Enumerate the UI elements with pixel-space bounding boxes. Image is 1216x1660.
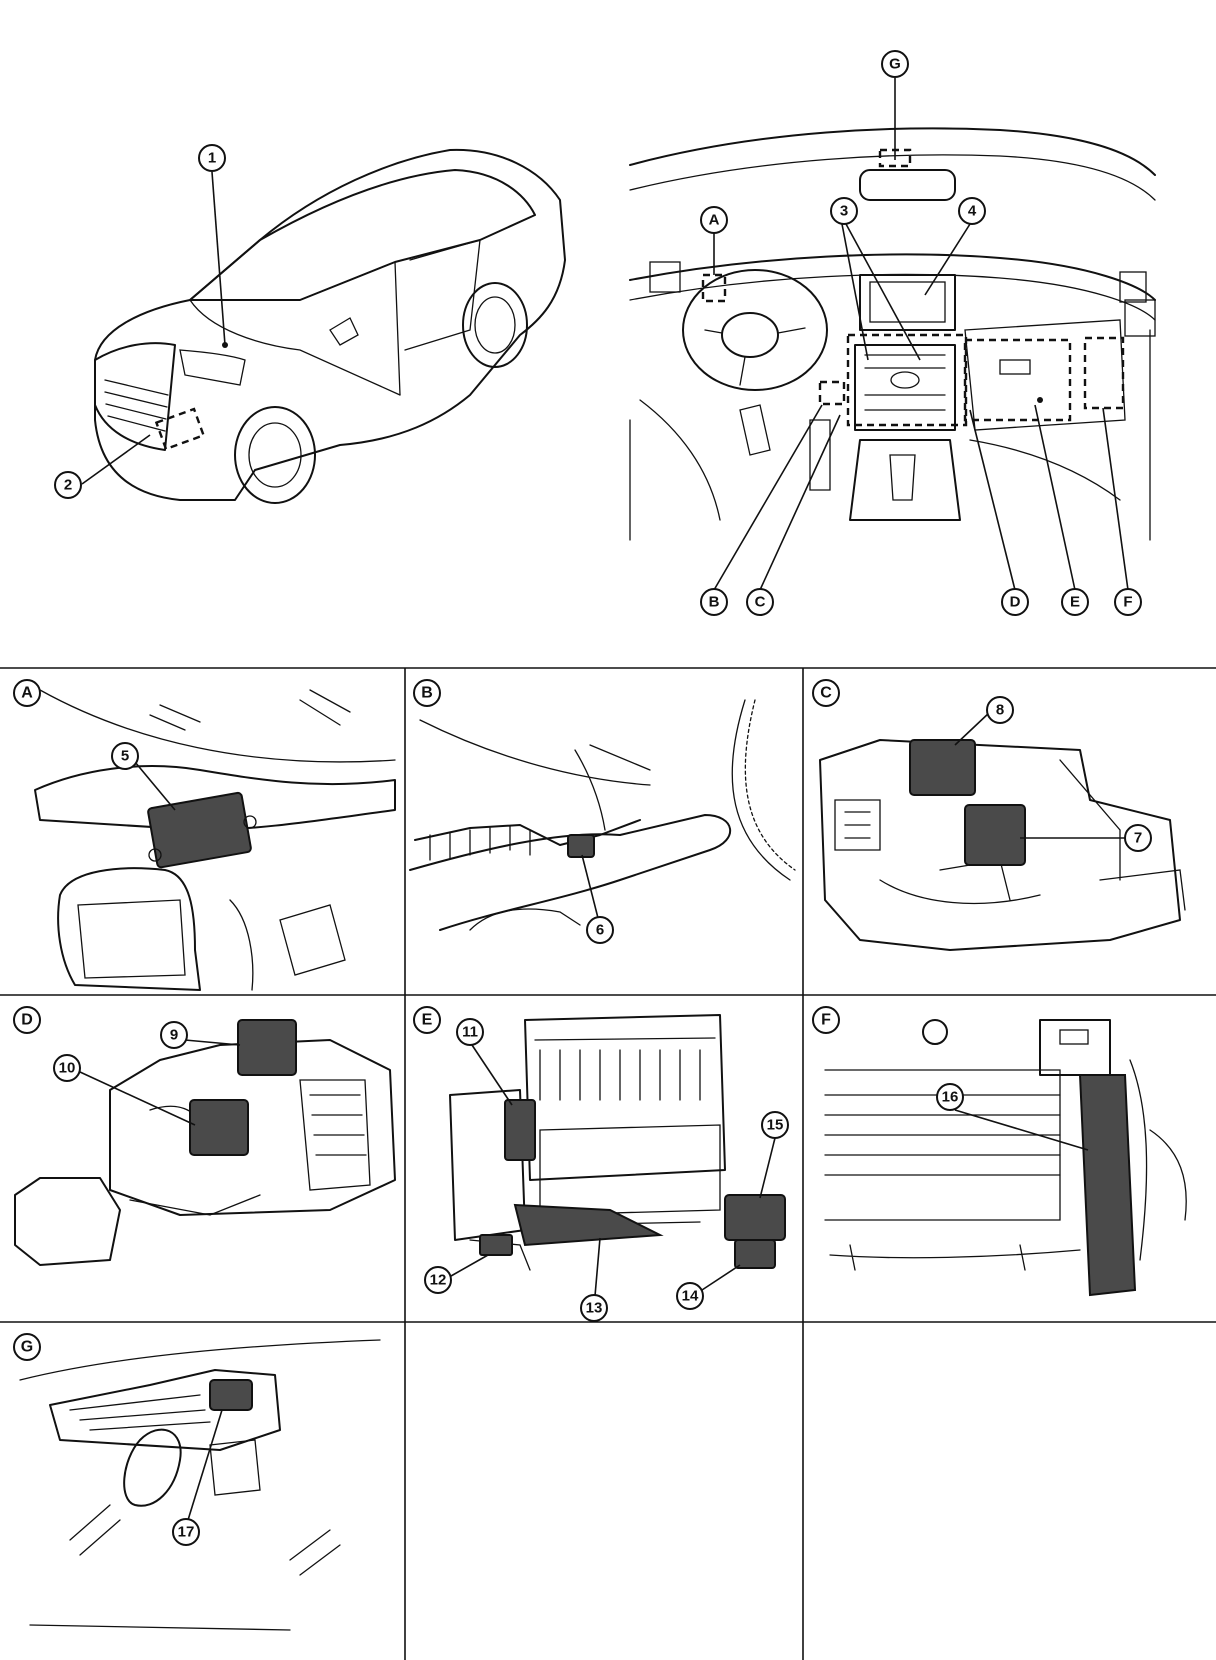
panel-d-illustration bbox=[14, 1019, 396, 1266]
callout-6: 6 bbox=[586, 916, 614, 944]
callout-11: 11 bbox=[456, 1018, 484, 1046]
callout-9: 9 bbox=[160, 1021, 188, 1049]
svg-text:A: A bbox=[21, 685, 33, 702]
view-label-e: E bbox=[1061, 588, 1089, 616]
svg-text:E: E bbox=[1070, 594, 1080, 611]
view-label-c: C bbox=[746, 588, 774, 616]
panel-label-f: F bbox=[812, 1006, 840, 1034]
detail-panel-grid bbox=[0, 667, 1216, 1660]
panel-label-e: E bbox=[413, 1006, 441, 1034]
panel-e-illustration bbox=[449, 1014, 786, 1297]
svg-text:D: D bbox=[1010, 594, 1021, 611]
callout-16: 16 bbox=[936, 1083, 964, 1111]
callout-12: 12 bbox=[424, 1266, 452, 1294]
panel-g-illustration bbox=[19, 1339, 381, 1631]
callout-3: 3 bbox=[830, 197, 858, 225]
svg-text:7: 7 bbox=[1134, 830, 1142, 847]
svg-text:9: 9 bbox=[170, 1027, 178, 1044]
view-label-d: D bbox=[1001, 588, 1029, 616]
panel-b-illustration bbox=[409, 699, 796, 931]
svg-text:15: 15 bbox=[767, 1117, 784, 1134]
view-label-g: G bbox=[881, 50, 909, 78]
panel-label-b: B bbox=[413, 679, 441, 707]
svg-text:D: D bbox=[21, 1012, 33, 1029]
view-label-f: F bbox=[1114, 588, 1142, 616]
svg-text:2: 2 bbox=[64, 477, 72, 494]
svg-text:G: G bbox=[21, 1339, 33, 1356]
svg-text:16: 16 bbox=[942, 1089, 959, 1106]
svg-text:17: 17 bbox=[178, 1524, 195, 1541]
callout-1: 1 bbox=[198, 144, 226, 172]
svg-text:11: 11 bbox=[462, 1024, 478, 1041]
callout-7: 7 bbox=[1124, 824, 1152, 852]
svg-text:E: E bbox=[422, 1012, 433, 1029]
panel-label-g: G bbox=[13, 1333, 41, 1361]
svg-text:1: 1 bbox=[208, 150, 216, 167]
svg-text:G: G bbox=[889, 56, 901, 73]
callout-15: 15 bbox=[761, 1111, 789, 1139]
view-label-b: B bbox=[700, 588, 728, 616]
panel-label-d: D bbox=[13, 1006, 41, 1034]
callout-10: 10 bbox=[53, 1054, 81, 1082]
svg-text:A: A bbox=[709, 212, 720, 229]
svg-text:10: 10 bbox=[59, 1060, 76, 1077]
vehicle-interior-view bbox=[629, 78, 1156, 591]
svg-text:5: 5 bbox=[121, 748, 129, 765]
svg-text:4: 4 bbox=[968, 203, 977, 220]
callout-14: 14 bbox=[676, 1282, 704, 1310]
panel-label-c: C bbox=[812, 679, 840, 707]
callout-13: 13 bbox=[580, 1294, 608, 1322]
view-label-a: A bbox=[700, 206, 728, 234]
panel-c-illustration bbox=[819, 711, 1186, 951]
callout-5: 5 bbox=[111, 742, 139, 770]
panel-label-a: A bbox=[13, 679, 41, 707]
svg-text:8: 8 bbox=[996, 702, 1004, 719]
svg-text:3: 3 bbox=[840, 203, 848, 220]
vehicle-exterior-view bbox=[81, 148, 566, 504]
callout-17: 17 bbox=[172, 1518, 200, 1546]
panel-a-illustration bbox=[34, 689, 396, 991]
svg-text:6: 6 bbox=[596, 922, 604, 939]
svg-text:B: B bbox=[421, 685, 433, 702]
callout-4: 4 bbox=[958, 197, 986, 225]
panel-f-illustration bbox=[824, 1019, 1187, 1297]
callout-2: 2 bbox=[54, 471, 82, 499]
svg-text:14: 14 bbox=[682, 1288, 699, 1305]
svg-text:12: 12 bbox=[430, 1272, 447, 1289]
svg-text:F: F bbox=[821, 1012, 831, 1029]
callout-8: 8 bbox=[986, 696, 1014, 724]
svg-text:C: C bbox=[755, 594, 766, 611]
svg-text:13: 13 bbox=[586, 1300, 603, 1317]
svg-text:F: F bbox=[1123, 594, 1132, 611]
svg-text:B: B bbox=[709, 594, 720, 611]
svg-text:C: C bbox=[820, 685, 832, 702]
